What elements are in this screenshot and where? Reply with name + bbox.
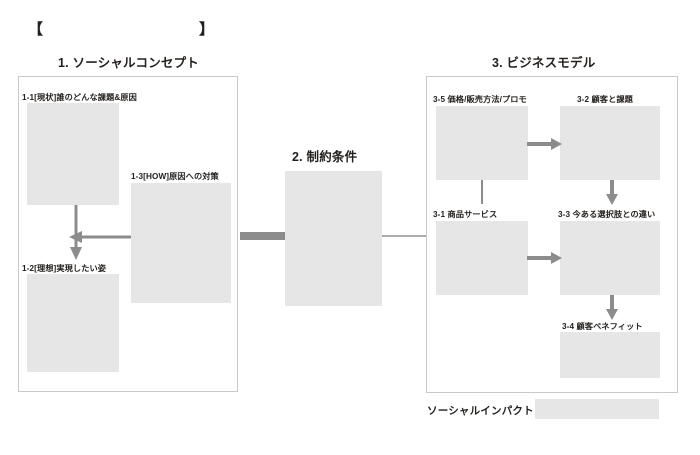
box-content-3-4[interactable] bbox=[560, 332, 660, 378]
arrow-3-2-to-3-3-icon bbox=[604, 180, 620, 206]
connector-concept-to-constraints bbox=[240, 232, 290, 240]
box-label-1-2: 1-2[理想]実現したい姿 bbox=[22, 264, 107, 273]
arrow-3-5-to-3-2-icon bbox=[527, 136, 563, 152]
social-impact-label: ソーシャルインパクト bbox=[427, 405, 534, 417]
arrow-1-1-to-1-2-icon bbox=[68, 205, 84, 261]
arrow-3-3-to-3-4-icon bbox=[604, 295, 620, 321]
social-impact-value-box[interactable] bbox=[535, 399, 659, 419]
box-content-1-3[interactable] bbox=[131, 183, 231, 303]
box-content-1-1[interactable] bbox=[27, 103, 119, 205]
box-label-1-1: 1-1[現状]誰のどんな課題&原因 bbox=[22, 93, 137, 102]
box-content-3-1[interactable] bbox=[436, 221, 528, 295]
box-label-3-5: 3-5 価格/販売方法/プロモ bbox=[433, 95, 527, 104]
box-content-3-2[interactable] bbox=[560, 106, 660, 180]
connector-3-5-to-3-1-icon bbox=[478, 180, 486, 204]
box-content-3-3[interactable] bbox=[560, 221, 660, 295]
box-label-3-3: 3-3 今ある選択肢との違い bbox=[558, 210, 656, 219]
box-content-constraints[interactable] bbox=[285, 171, 382, 306]
section-title-constraints: 2. 制約条件 bbox=[292, 150, 358, 164]
box-label-1-3: 1-3[HOW]原因への対策 bbox=[131, 172, 219, 181]
box-content-3-5[interactable] bbox=[436, 106, 528, 180]
box-label-3-4: 3-4 顧客ベネフィット bbox=[562, 322, 643, 331]
section-title-business-model: 3. ビジネスモデル bbox=[492, 56, 596, 70]
arrow-1-3-to-axis-icon bbox=[69, 229, 133, 245]
arrow-3-1-to-3-3-icon bbox=[527, 250, 563, 266]
section-title-social-concept: 1. ソーシャルコンセプト bbox=[58, 56, 199, 70]
box-label-3-1: 3-1 商品サービス bbox=[433, 210, 498, 219]
box-content-1-2[interactable] bbox=[27, 274, 119, 372]
page-title-brackets: 【 】 bbox=[28, 21, 216, 38]
box-label-3-2: 3-2 顧客と課題 bbox=[577, 95, 633, 104]
